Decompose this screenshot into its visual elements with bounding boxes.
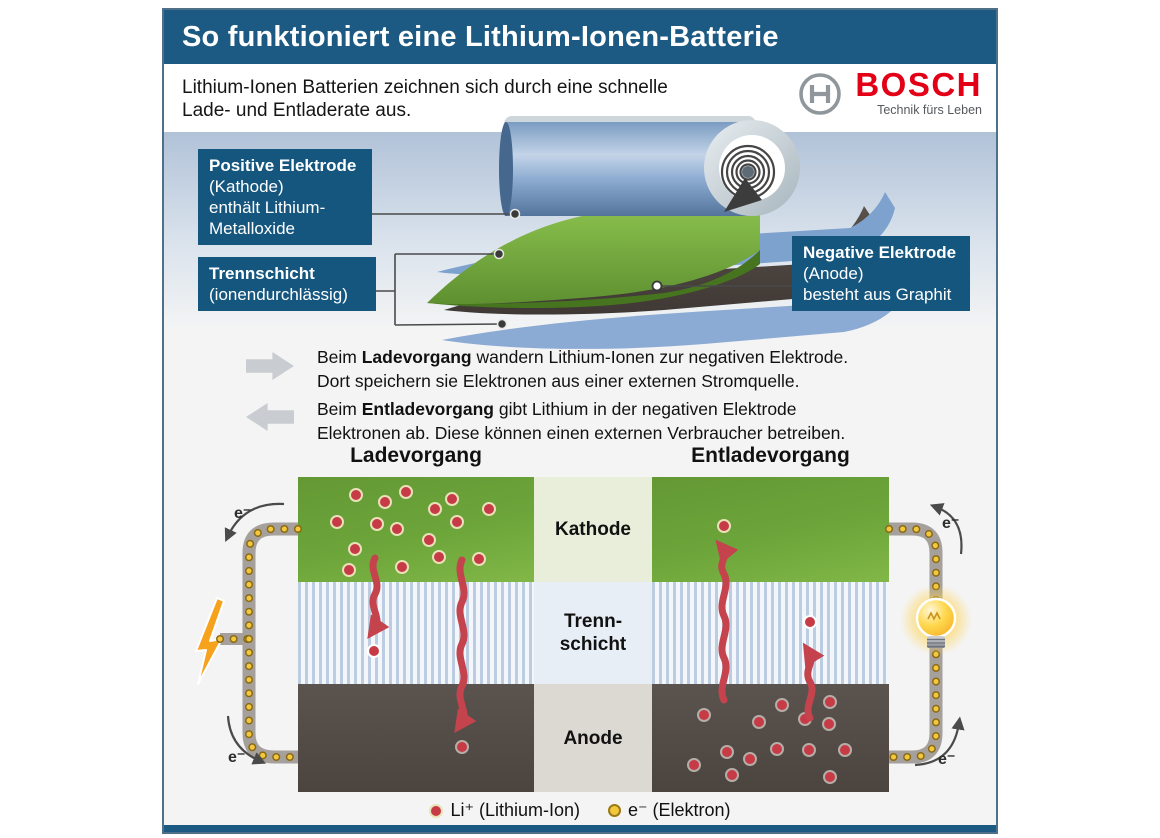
label-positive-line2: enthält Lithium-: [209, 198, 326, 217]
subtitle-line1: Lithium-Ionen Batterien zeichnen sich du…: [182, 77, 668, 98]
label-negative-title: Negative Elektrode: [803, 243, 957, 262]
li-ion-dot-icon: [429, 803, 444, 818]
bosch-wordmark: BOSCH: [855, 66, 982, 103]
label-negative-electrode: Negative Elektrode (Anode) besteht aus G…: [792, 236, 970, 311]
charging-anode-block: [298, 684, 534, 792]
diagram-title-charging: Ladevorgang: [350, 444, 482, 467]
label-separator-line1: (ionendurchlässig): [209, 285, 348, 304]
layer-label-anode: Anode: [534, 684, 652, 792]
page-title: So funktioniert eine Lithium-Ionen-Batte…: [164, 10, 996, 64]
infographic-frame: So funktioniert eine Lithium-Ionen-Batte…: [162, 8, 998, 834]
discharging-separator-block: [652, 582, 889, 684]
label-positive-line1: (Kathode): [209, 177, 284, 196]
label-negative-line1: (Anode): [803, 264, 864, 283]
discharging-anode-block: [652, 684, 889, 792]
legend: Li⁺ (Lithium-Ion) e⁻ (Elektron): [164, 800, 996, 821]
note2-lead: Beim: [317, 399, 362, 419]
label-negative-line2: besteht aus Graphit: [803, 285, 952, 304]
note1-line2: Dort speichern sie Elektronen aus einer …: [317, 370, 800, 391]
subtitle-line2: Lade- und Entladerate aus.: [182, 100, 412, 121]
legend-li-ion-label: Li⁺ (Lithium-Ion): [450, 800, 580, 820]
label-positive-line3: Metalloxide: [209, 219, 295, 238]
subtitle: Lithium-Ionen Batterien zeichnen sich du…: [182, 76, 668, 122]
label-separator: Trennschicht (ionendurchlässig): [198, 257, 376, 311]
label-positive-electrode: Positive Elektrode (Kathode) enthält Lit…: [198, 149, 372, 245]
bottom-accent-bar: [164, 825, 996, 832]
diagram-title-discharging: Entladevorgang: [691, 444, 850, 467]
bosch-armature-icon: [799, 72, 842, 115]
note2-line2: Elektronen ab. Diese können einen extern…: [317, 422, 846, 443]
layer-label-trenn-line1: Trenn-: [563, 611, 623, 632]
charging-separator-block: [298, 582, 534, 684]
charging-kathode-block: [298, 477, 534, 582]
electron-dot-icon: [608, 804, 621, 817]
discharging-kathode-block: [652, 477, 889, 582]
note-charging: Beim Ladevorgang wandern Lithium-Ionen z…: [317, 346, 957, 393]
label-separator-title: Trennschicht: [209, 264, 315, 283]
note1-lead: Beim: [317, 347, 362, 367]
legend-electron-label: e⁻ (Elektron): [628, 800, 731, 820]
note1-bold: Ladevorgang: [361, 347, 472, 367]
layer-label-trenn-line2: schicht: [559, 634, 627, 655]
legend-item-li-ion: Li⁺ (Lithium-Ion): [429, 800, 580, 821]
layer-label-separator: Trenn-schicht: [534, 582, 652, 684]
legend-item-electron: e⁻ (Elektron): [608, 800, 731, 821]
note1-rest: wandern Lithium-Ionen zur negativen Elek…: [471, 347, 849, 367]
layer-label-kathode: Kathode: [534, 477, 652, 582]
note2-bold: Entladevorgang: [361, 399, 494, 419]
note2-rest: gibt Lithium in der negativen Elektrode: [493, 399, 797, 419]
note-discharging: Beim Entladevorgang gibt Lithium in der …: [317, 398, 957, 445]
bosch-logo: BOSCH Technik fürs Leben: [797, 66, 982, 117]
bosch-tagline: Technik fürs Leben: [877, 103, 982, 117]
label-positive-title: Positive Elektrode: [209, 156, 357, 175]
